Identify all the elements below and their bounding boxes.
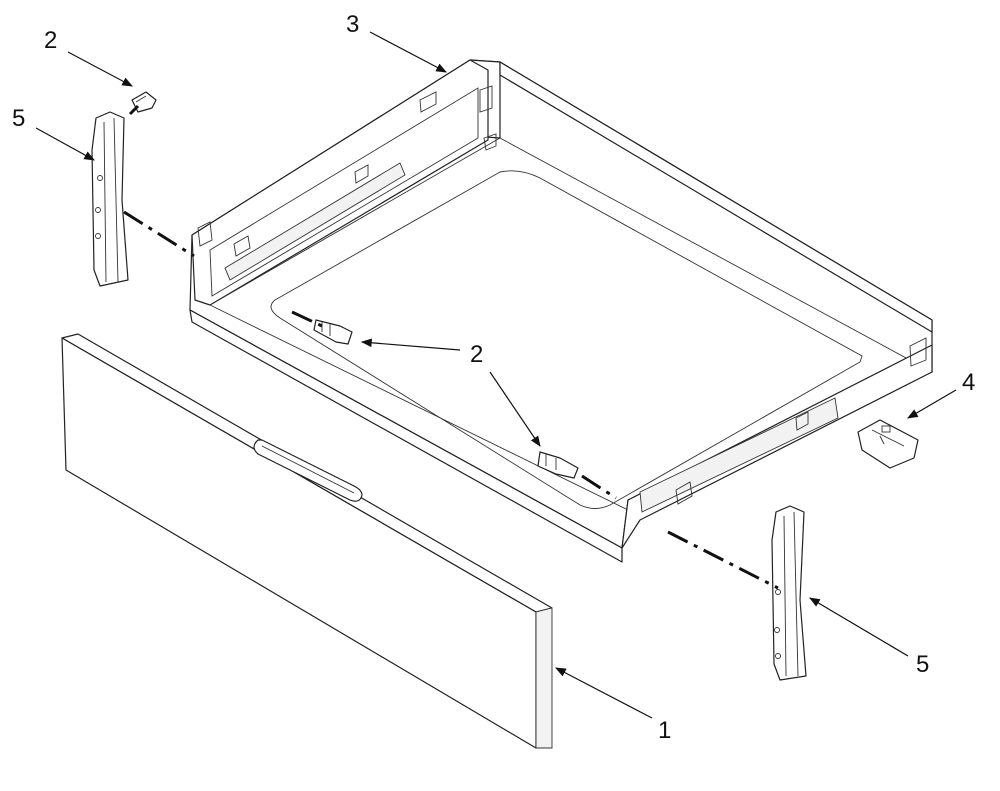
- callout-3: 3: [346, 11, 359, 38]
- callout-2-top: 2: [44, 27, 57, 54]
- left-bracket: [91, 111, 129, 287]
- callouts: 2 5 3 2 4 5 1: [12, 11, 975, 744]
- assembly-lines: [123, 104, 779, 590]
- callout-5-left: 5: [12, 105, 25, 132]
- callout-5-right: 5: [916, 651, 929, 678]
- callout-1: 1: [658, 717, 671, 744]
- drawer-front-panel: [61, 333, 553, 749]
- screw-left: [313, 319, 353, 345]
- right-bracket: [771, 505, 807, 681]
- callout-4: 4: [962, 369, 975, 396]
- screw-right: [537, 451, 579, 479]
- drawer-clip: [857, 419, 919, 469]
- drawer-body: [189, 59, 934, 563]
- leader-lines: [35, 31, 957, 719]
- callout-2-center: 2: [470, 341, 483, 368]
